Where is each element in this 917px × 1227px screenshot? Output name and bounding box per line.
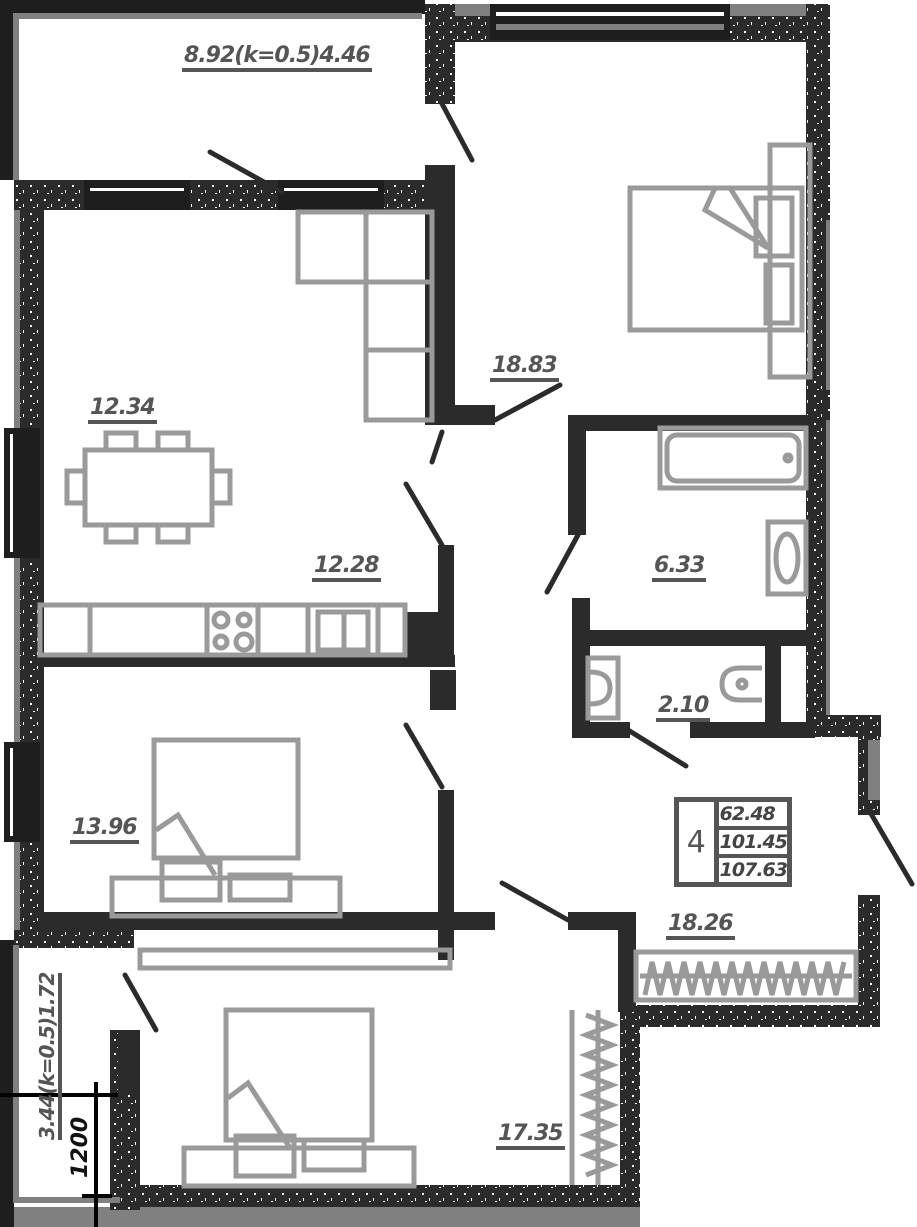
room-label-toilet: 2.10 [656, 694, 711, 722]
room-label-kitchen: 12.28 [312, 554, 381, 582]
living-area: 62.48 [718, 802, 787, 830]
room-label-dining: 12.34 [88, 396, 157, 424]
room-label-loggia-left: 3.44(k=0.5)1.72 [35, 972, 62, 1140]
dimension-label: 1200 [68, 1116, 93, 1178]
room-label-bedroom-left: 13.96 [70, 816, 139, 844]
sink-icon [765, 519, 809, 597]
dimension-line [0, 1082, 118, 1227]
radiator-icon [137, 947, 453, 971]
room-label-bathroom: 6.33 [652, 554, 707, 582]
furniture [37, 142, 859, 1189]
room-label-loggia-top: 8.92(k=0.5)4.46 [182, 44, 372, 72]
room-count: 4 [679, 802, 719, 882]
wardrobe-icon [569, 1010, 619, 1185]
bed-icon [109, 737, 343, 919]
toilet-icon [719, 665, 762, 703]
windows [4, 4, 880, 842]
bathtub-icon [657, 425, 809, 491]
doors [122, 97, 915, 1033]
bed-icon [181, 1007, 417, 1189]
area-values: 62.48 101.45 107.63 [718, 802, 787, 882]
room-label-bedroom-bottom: 17.35 [496, 1122, 565, 1150]
room-label-bedroom-top-right: 18.83 [490, 354, 559, 382]
bed-icon [627, 142, 813, 380]
dining-table-icon [64, 430, 233, 545]
kitchen-counter-icon [37, 602, 408, 658]
wardrobe-icon [633, 949, 859, 1003]
total-area: 101.45 [718, 830, 787, 858]
sink-icon [585, 655, 621, 721]
apartment-summary: 4 62.48 101.45 107.63 [674, 797, 792, 887]
total-area-with-loggias: 107.63 [719, 859, 787, 881]
sofa-icon [295, 209, 435, 423]
room-label-hallway: 18.26 [666, 912, 735, 940]
